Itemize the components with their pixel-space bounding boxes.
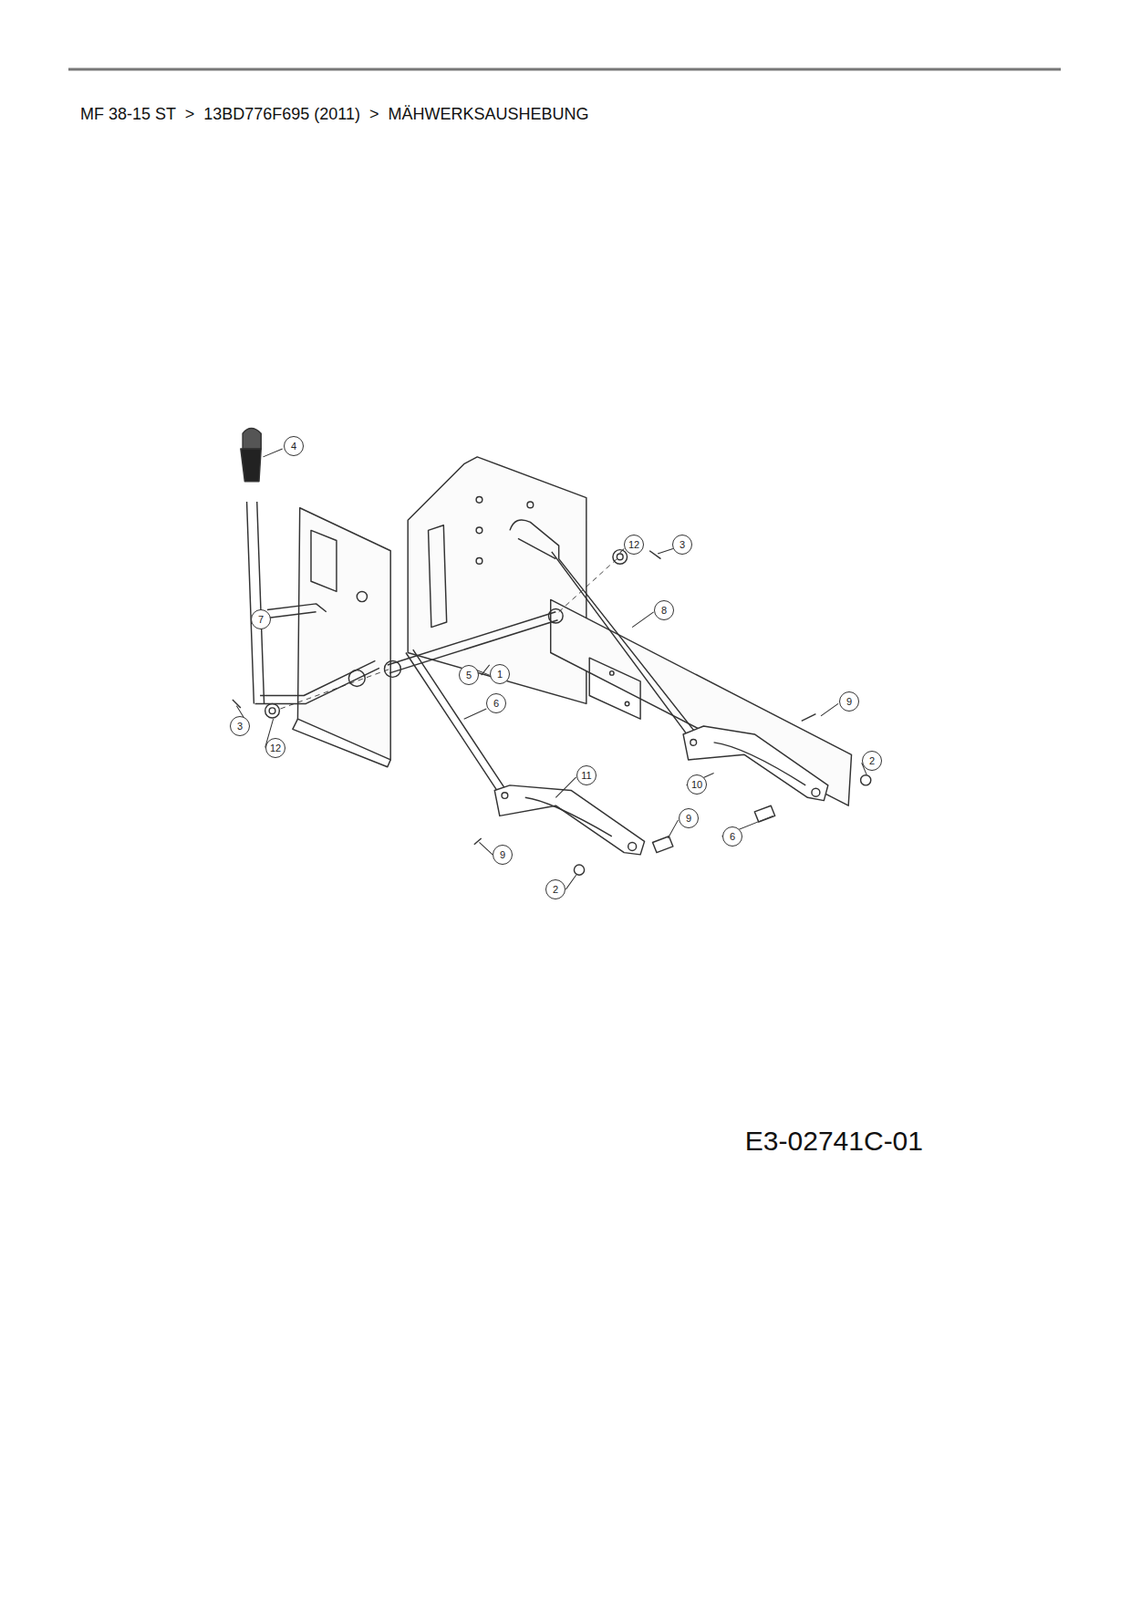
- callout-number: 3: [229, 715, 250, 737]
- callout-number: 2: [545, 879, 566, 900]
- callout-number: 4: [283, 435, 304, 457]
- callout-number: 10: [686, 774, 707, 795]
- callout-number: 5: [458, 664, 479, 685]
- drawing-number: E3-02741C-01: [745, 1125, 924, 1157]
- page-title: MF 38-15 ST > 13BD776F695 (2011) > MÄHWE…: [80, 104, 590, 125]
- callout-number: 9: [839, 691, 860, 712]
- callout-number: 7: [250, 609, 271, 630]
- callout-number: 1: [489, 664, 510, 685]
- callout-number: 12: [623, 534, 644, 555]
- callout-number: 9: [678, 808, 699, 829]
- callout-number: 3: [672, 534, 693, 555]
- callout-number: 6: [486, 693, 507, 714]
- callout-number: 11: [576, 765, 597, 786]
- callout-number: 6: [722, 826, 743, 847]
- callout-number: 8: [653, 600, 675, 621]
- callout-number: 2: [861, 750, 882, 771]
- callout-number: 9: [492, 844, 513, 865]
- callout-number: 12: [265, 737, 286, 758]
